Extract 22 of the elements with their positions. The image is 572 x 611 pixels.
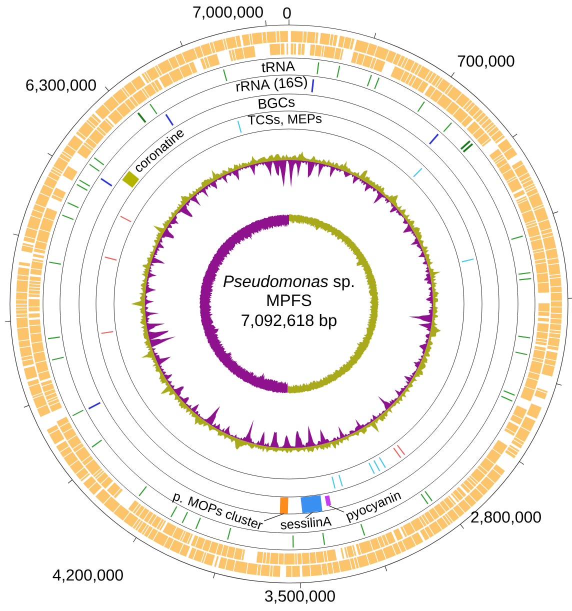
leader-line <box>264 513 284 522</box>
scale-label: 0 <box>283 7 291 19</box>
cluster-block <box>300 495 322 514</box>
cluster-label: p. MOPs cluster <box>172 493 263 530</box>
track-label: rRNA (16S) <box>236 76 307 92</box>
scale-label: 7,000,000 <box>193 6 263 20</box>
track-label: tRNA <box>262 61 296 72</box>
scale-label: 700,000 <box>458 55 514 69</box>
scale-label: 2,800,000 <box>471 511 541 525</box>
scale-label: 6,300,000 <box>26 79 96 93</box>
genome-title: 7,092,618 bp <box>242 314 336 330</box>
genome-title: MPFS <box>267 294 312 306</box>
leader-line <box>328 505 344 512</box>
cluster-label: sessilinA <box>280 516 332 530</box>
leader-line <box>305 512 313 518</box>
scale-label: 4,200,000 <box>52 569 123 583</box>
cluster-block <box>324 495 332 506</box>
genome-title: Pseudomonas sp. <box>223 275 354 290</box>
scale-label: 3,500,000 <box>265 590 335 604</box>
track-label: BGCs <box>258 97 295 109</box>
track-label: TCSs, MEPs <box>248 114 322 126</box>
cluster-block <box>280 497 288 514</box>
